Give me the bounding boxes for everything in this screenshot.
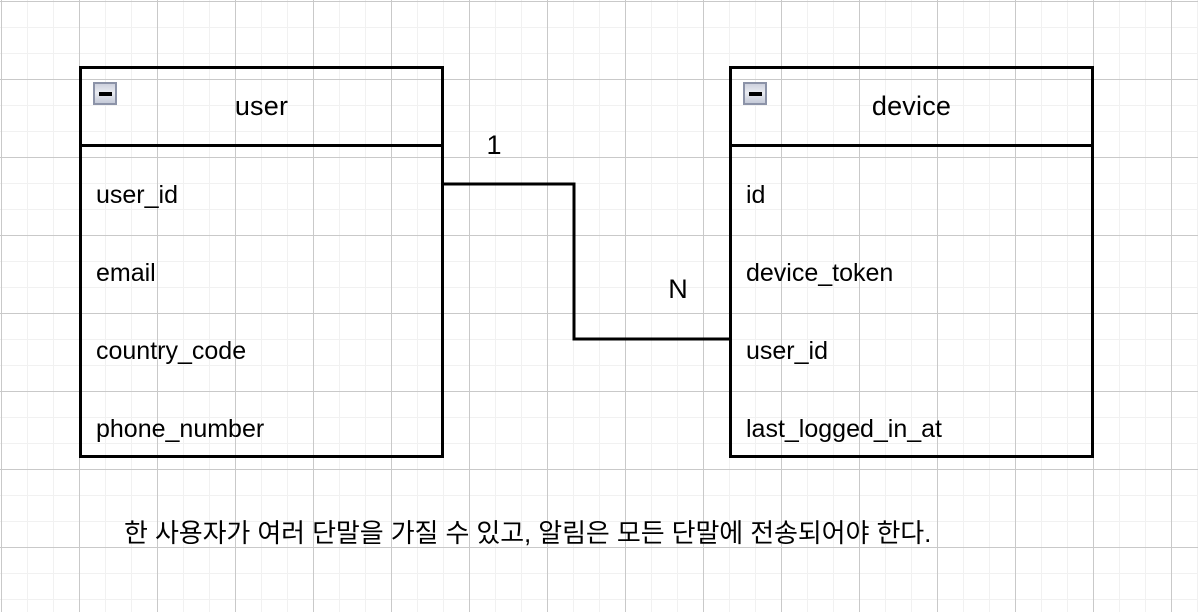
minus-icon-bar [748, 91, 762, 96]
field-row-device-device-token[interactable]: device_token [732, 234, 1091, 312]
field-row-device-last-logged-in-at[interactable]: last_logged_in_at [732, 390, 1091, 468]
field-name: email [96, 258, 156, 287]
field-name: last_logged_in_at [746, 414, 942, 443]
field-row-device-id[interactable]: id [732, 156, 1091, 234]
entity-box-user[interactable]: user user_id email country_code phone_nu… [79, 66, 444, 458]
field-name: device_token [746, 258, 894, 287]
entity-header-user: user [82, 69, 441, 147]
field-name: country_code [96, 336, 247, 365]
field-row-user-email[interactable]: email [82, 234, 441, 312]
relationship-line[interactable] [444, 182, 729, 341]
cardinality-label-target: N [668, 274, 688, 304]
field-name: phone_number [96, 414, 265, 443]
minus-icon[interactable] [93, 82, 117, 105]
entity-title-user: user [234, 91, 289, 121]
entity-box-device[interactable]: device id device_token user_id last_logg… [729, 66, 1094, 458]
field-name: user_id [746, 336, 828, 365]
diagram-caption: 한 사용자가 여러 단말을 가질 수 있고, 알림은 모든 단말에 전송되어야 … [124, 518, 932, 548]
field-name: id [746, 180, 766, 209]
minus-icon[interactable] [743, 82, 767, 105]
entity-header-device: device [732, 69, 1091, 147]
cardinality-label-source: 1 [486, 130, 502, 160]
entity-title-device: device [871, 91, 952, 121]
entity-field-list-device: id device_token user_id last_logged_in_a… [732, 147, 1091, 468]
minus-icon-bar [98, 91, 112, 96]
field-row-user-country-code[interactable]: country_code [82, 312, 441, 390]
field-row-user-user-id[interactable]: user_id [82, 156, 441, 234]
entity-field-list-user: user_id email country_code phone_number [82, 147, 441, 468]
field-name: user_id [96, 180, 178, 209]
field-row-device-user-id[interactable]: user_id [732, 312, 1091, 390]
field-row-user-phone-number[interactable]: phone_number [82, 390, 441, 468]
